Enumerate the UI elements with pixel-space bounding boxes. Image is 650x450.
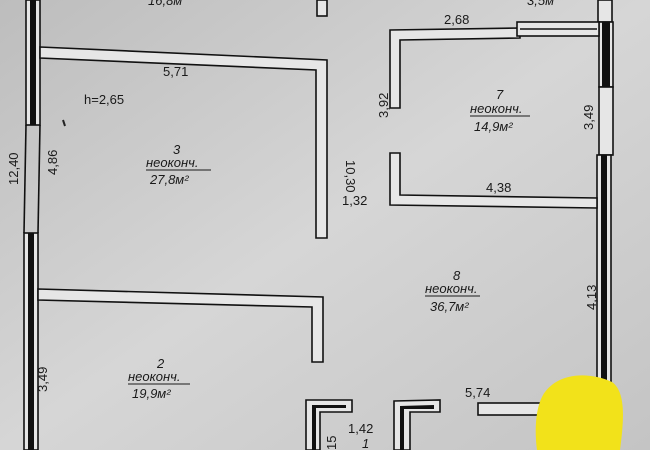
room-7-status: неоконч. [470,101,522,116]
yellow-highlight-mark [535,375,623,450]
top-area-cut-label: 16,8м [148,0,182,8]
dim-10-30: 10,30 [343,160,358,193]
room-3-partition [39,46,328,239]
room-2-area: 19,9м² [132,386,171,401]
pen-mark [62,119,66,127]
dim-1-42: 1,42 [348,421,373,436]
dim-15: 15 [324,436,339,450]
room-2-status: неоконч. [128,369,180,384]
room-8-area: 36,7м² [430,299,469,314]
room-8-number: 8 [453,268,461,283]
dim-5-71: 5,71 [163,64,188,79]
room-2-label: 2 неоконч. 19,9м² [128,356,190,401]
dim-4-38: 4,38 [486,180,511,195]
room-2-number: 2 [156,356,165,371]
dim-2-68: 2,68 [444,12,469,27]
dim-3-49-right: 3,49 [581,105,596,130]
top-right-cut-label: 3,5м [527,0,554,8]
room-7-label: 7 неоконч. 14,9м² [470,87,530,134]
dim-4-86: 4,86 [45,150,60,175]
dim-3-92: 3,92 [376,93,391,118]
height-note: h=2,65 [84,92,124,107]
dim-4-13: 4,13 [584,285,599,310]
room-7-walls [389,21,600,209]
room-1-number: 1 [362,436,369,450]
left-exterior-wall [23,0,41,450]
room-2-partition [37,288,324,363]
top-wall-stub [316,0,328,17]
dim-5-74: 5,74 [465,385,490,400]
room-8-status: неоконч. [425,281,477,296]
dim-3-49-left: 3,49 [35,367,50,392]
room-3-area: 27,8м² [149,172,189,187]
room-1-walls [305,399,441,450]
room-7-area: 14,9м² [474,119,513,134]
right-exterior-wall [596,0,614,396]
room-3-number: 3 [173,142,181,157]
room-3-label: 3 неоконч. 27,8м² [146,142,211,187]
room-8-label: 8 неоконч. 36,7м² [425,268,480,314]
room-7-number: 7 [496,87,504,102]
room-3-status: неоконч. [146,155,198,170]
dim-12-40: 12,40 [6,152,21,185]
dim-1-32: 1,32 [342,193,367,208]
